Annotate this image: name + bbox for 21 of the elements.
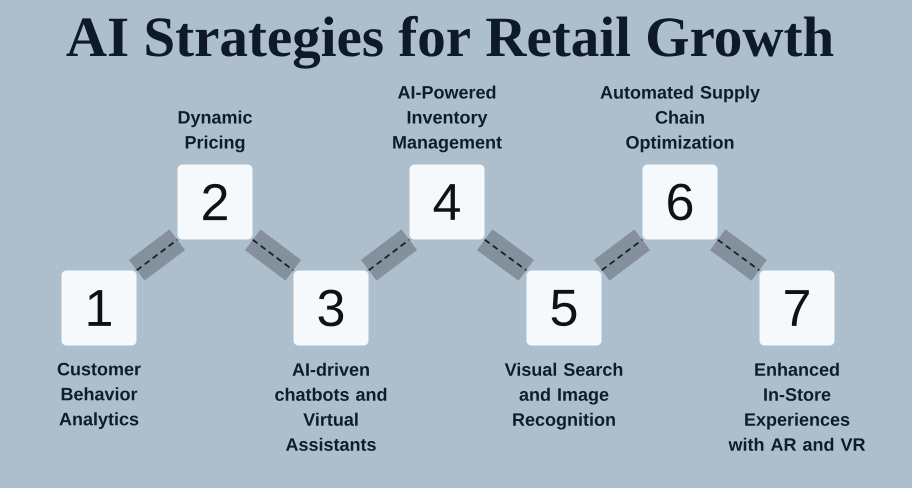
number-box: 4	[410, 164, 484, 240]
step-caption: Automated Supply Chain Optimization	[600, 86, 760, 152]
number-box: 7	[760, 270, 834, 346]
title: AI Strategies for Retail Growth	[66, 16, 834, 69]
number-box: 5	[526, 270, 602, 346]
number-box: 2	[178, 164, 252, 240]
step-caption: Visual Search and Image Recognition	[504, 362, 622, 430]
connector-band	[128, 229, 186, 281]
step-caption: Dynamic Pricing	[178, 110, 252, 152]
step-caption: Customer Behavior Analytics	[58, 362, 141, 429]
number-box: 1	[62, 270, 136, 346]
connector-band	[477, 229, 534, 281]
connector-band	[594, 229, 650, 281]
step-caption: AI-driven chatbots and Virtual Assistants	[275, 362, 386, 451]
number-box: 3	[294, 270, 368, 346]
connector-band	[710, 229, 768, 281]
step-caption: AI-Powered Inventory Management	[393, 85, 502, 152]
number-box: 6	[642, 164, 718, 240]
connector-band	[360, 229, 418, 281]
step-caption: Enhanced In-Store Experiences with AR and VR	[728, 362, 866, 451]
connector-band	[244, 229, 302, 281]
